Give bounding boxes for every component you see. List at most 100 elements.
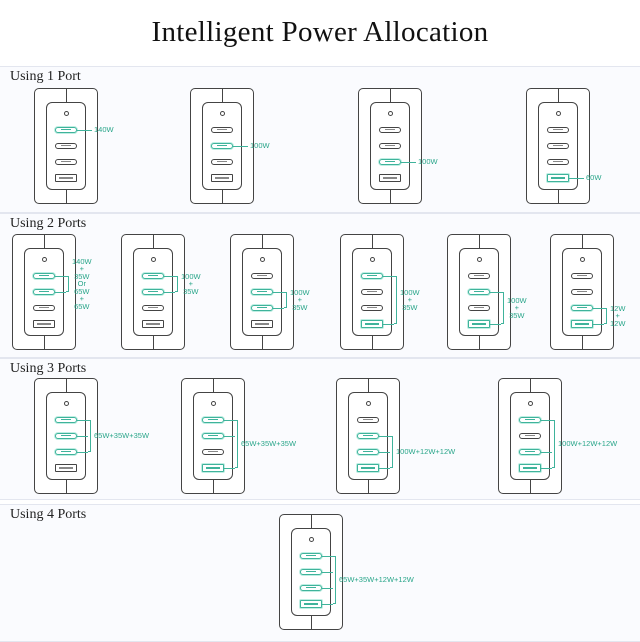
indicator-light-icon	[210, 401, 216, 406]
power-connector	[541, 468, 552, 469]
power-connector	[224, 420, 235, 421]
wattage-line: 35W	[509, 310, 525, 320]
indicator-light-icon	[555, 111, 561, 116]
plate-seam	[153, 235, 154, 251]
power-bracket	[394, 276, 397, 324]
power-bracket	[235, 420, 238, 468]
indicator-light-icon	[579, 257, 585, 262]
usb-c-port-icon	[361, 289, 383, 295]
plate-seam	[262, 333, 263, 349]
plate-seam	[558, 187, 559, 203]
wattage-label: 65W+35W+35W	[241, 440, 296, 448]
power-connector	[569, 178, 584, 179]
usb-c-port-icon	[251, 289, 273, 295]
power-connector	[401, 162, 416, 163]
usb-c-port-icon	[571, 289, 593, 295]
usb-c-port-icon	[357, 433, 379, 439]
usb-c-port-icon	[300, 585, 322, 591]
indicator-light-icon	[63, 111, 69, 116]
section-label: Using 1 Port	[10, 69, 81, 84]
power-connector	[490, 324, 501, 325]
power-connector	[593, 308, 604, 309]
indicator-light-icon	[308, 537, 314, 542]
power-bracket	[333, 556, 336, 604]
power-connector	[273, 308, 284, 309]
wattage-line: 100W+12W+12W	[558, 439, 618, 449]
plate-seam	[582, 235, 583, 251]
section-label: Using 4 Ports	[10, 507, 87, 522]
wattage-label: 140W	[94, 126, 114, 134]
power-connector	[77, 420, 88, 421]
usb-c-port-icon	[33, 289, 55, 295]
wattage-line: 60W	[586, 173, 602, 183]
page-title: Intelligent Power Allocation	[151, 16, 489, 48]
power-connector	[273, 292, 284, 293]
usb-a-port-icon	[571, 320, 593, 328]
power-connector	[322, 556, 333, 557]
usb-c-port-icon	[142, 273, 164, 279]
wattage-line: +	[188, 279, 193, 289]
indicator-light-icon	[365, 401, 371, 406]
plate-seam	[66, 89, 67, 105]
wattage-line: +	[297, 295, 302, 305]
plate-seam	[213, 477, 214, 493]
usb-a-port-icon	[251, 320, 273, 328]
wattage-line: 100W	[507, 295, 527, 305]
usb-c-port-icon	[211, 159, 233, 165]
wattage-line: 100W	[418, 157, 438, 167]
section-label: Using 3 Ports	[10, 361, 87, 376]
power-connector	[224, 436, 235, 437]
plate-seam	[582, 333, 583, 349]
wattage-line: 12W	[610, 303, 626, 313]
plate-seam	[372, 333, 373, 349]
indicator-light-icon	[150, 257, 156, 262]
usb-c-port-icon	[202, 417, 224, 423]
indicator-light-icon	[63, 401, 69, 406]
wattage-label: 65W+35W+12W+12W	[339, 576, 414, 584]
plate-seam	[222, 89, 223, 105]
usb-c-port-icon	[55, 127, 77, 133]
wattage-line: 35W	[292, 302, 308, 312]
usb-a-port-icon	[468, 320, 490, 328]
wattage-label: 100W+35W	[400, 289, 420, 312]
wattage-line: 140W	[72, 256, 92, 266]
wattage-label: 60W	[586, 174, 601, 182]
usb-c-port-icon	[300, 553, 322, 559]
usb-c-port-icon	[519, 433, 541, 439]
power-connector	[379, 468, 390, 469]
power-connector	[77, 130, 92, 131]
indicator-light-icon	[219, 111, 225, 116]
wattage-line: 35W	[402, 302, 418, 312]
power-connector	[164, 276, 175, 277]
wattage-line: +	[79, 264, 84, 274]
wattage-line: 35W	[183, 286, 199, 296]
plate-seam	[558, 89, 559, 105]
usb-c-port-icon	[55, 449, 77, 455]
wattage-line: +	[79, 294, 84, 304]
wattage-label: 100W+12W+12W	[558, 440, 617, 448]
indicator-light-icon	[527, 401, 533, 406]
plate-seam	[390, 89, 391, 105]
usb-c-port-icon	[379, 127, 401, 133]
plate-seam	[311, 515, 312, 531]
power-connector	[224, 468, 235, 469]
wattage-label: 100W+35W	[181, 273, 201, 296]
wattage-line: 140W	[94, 125, 114, 135]
power-bracket	[604, 308, 607, 324]
usb-c-port-icon	[519, 449, 541, 455]
indicator-light-icon	[369, 257, 375, 262]
power-connector	[77, 436, 88, 437]
usb-c-port-icon	[251, 305, 273, 311]
usb-c-port-icon	[519, 417, 541, 423]
power-connector	[233, 146, 248, 147]
wattage-label: 12W+12W	[610, 305, 625, 328]
wattage-line: 65W	[74, 286, 90, 296]
usb-c-port-icon	[300, 569, 322, 575]
wattage-label: 65W+35W+35W	[94, 432, 149, 440]
wattage-line: +	[514, 303, 519, 313]
wattage-line: +	[407, 295, 412, 305]
wattage-line: 35W	[74, 271, 90, 281]
power-connector	[541, 420, 552, 421]
plate-seam	[44, 235, 45, 251]
